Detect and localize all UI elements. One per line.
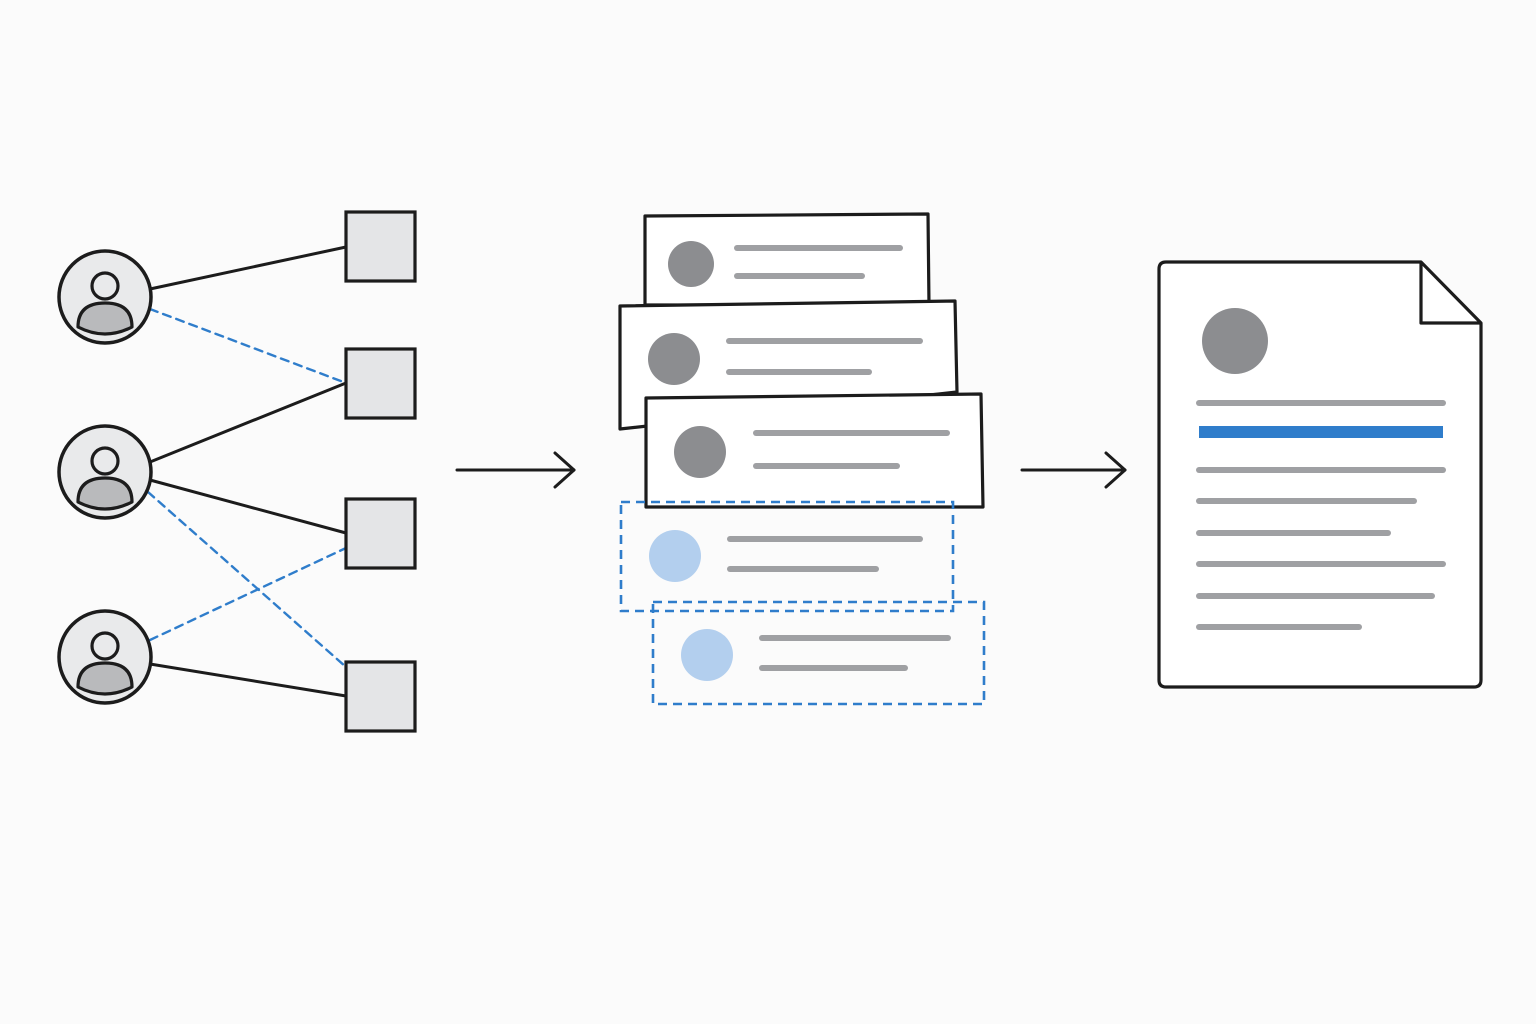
arrow-to-cards-icon [455,451,576,489]
solid-link-7 [148,662,348,698]
card-1 [643,212,931,307]
arrow-to-document-icon [1020,451,1127,489]
links-layer [146,245,348,698]
item-2-node [344,347,417,420]
card-3-frame [644,392,985,509]
dashed-link-5 [146,490,348,669]
item-4-node [344,660,417,733]
solid-link-3 [148,381,348,464]
document-icon [1157,260,1483,689]
card-2-avatar [648,333,700,385]
card-5 [651,600,986,706]
items-column [344,210,417,733]
solid-link-4 [148,478,348,535]
card-5-frame [651,600,986,706]
user-3-icon [57,609,153,705]
card-4-frame [619,500,955,613]
card-1-avatar [668,241,714,287]
document-avatar [1202,308,1268,374]
card-4-avatar [649,530,701,582]
users-column [57,249,153,705]
cards-stack [618,212,986,706]
card-3-avatar [674,426,726,478]
card-4 [619,500,955,613]
user-1-icon [57,249,153,345]
card-5-avatar [681,629,733,681]
item-3-node [344,497,417,570]
solid-link-1 [148,245,348,291]
user-2-icon [57,424,153,520]
dashed-link-6 [148,546,348,642]
item-1-node [344,210,417,283]
dashed-link-2 [148,307,348,385]
card-3 [644,392,985,509]
